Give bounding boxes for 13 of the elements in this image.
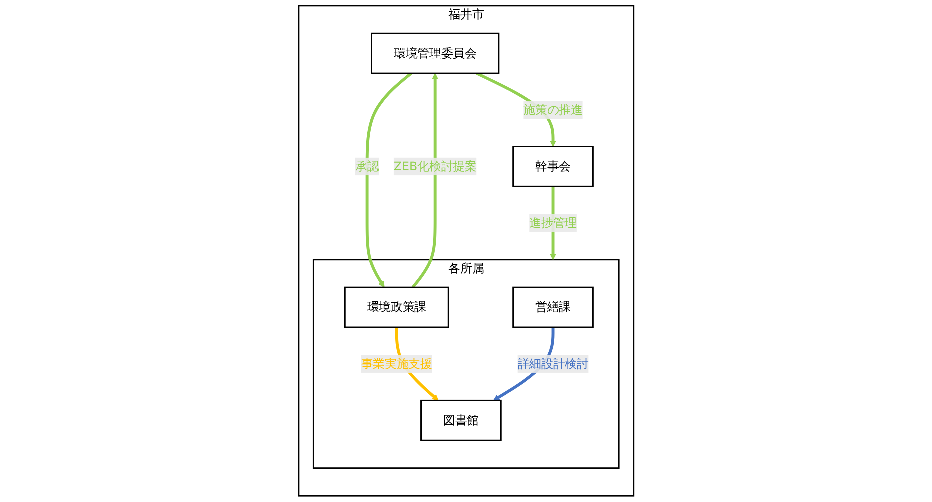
edge-label: 詳細設計検討 — [517, 356, 588, 371]
edge-label: ZEB化検討提案 — [394, 159, 476, 174]
node-box: 幹事会 — [512, 146, 594, 188]
edge-label: 施策の推進 — [523, 102, 582, 117]
edge-label: 承認 — [355, 159, 379, 174]
arrow — [411, 73, 438, 289]
node-box: 環境政策課 — [344, 286, 449, 328]
node-box: 図書館 — [420, 400, 502, 442]
node-box: 営繕課 — [512, 286, 594, 328]
edge-label: 進捗管理 — [529, 216, 577, 230]
arrow — [365, 72, 412, 288]
node-box: 環境管理委員会 — [370, 32, 500, 74]
edge-label: 事業実施支援 — [361, 356, 432, 371]
